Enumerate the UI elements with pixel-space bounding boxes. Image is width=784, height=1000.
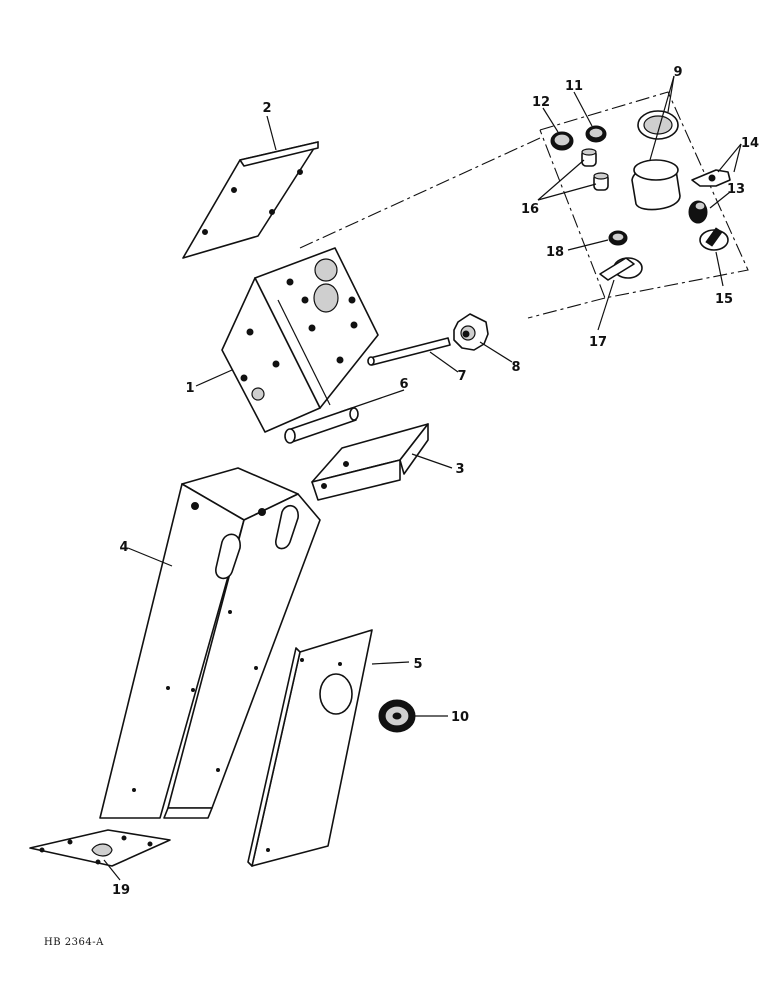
callout-16: 16 (521, 202, 539, 217)
part-14-lever (691, 169, 731, 187)
callout-13: 13 (727, 182, 745, 197)
callout-7: 7 (457, 369, 466, 384)
callout-18: 18 (546, 245, 564, 260)
reference-code: HB 2364-A (44, 937, 104, 948)
part-10-knob (378, 699, 416, 733)
part-17-lever-knob (599, 257, 643, 281)
callout-17: 17 (589, 335, 607, 350)
part-7-rod (367, 337, 451, 366)
part-2-top-cover (182, 141, 319, 259)
part-8-star-knob (453, 313, 489, 351)
part-15-switch (699, 227, 729, 251)
callout-10: 10 (451, 710, 469, 725)
panel-outline (299, 91, 749, 319)
callout-6: 6 (399, 377, 408, 392)
callout-5: 5 (413, 657, 422, 672)
callout-12: 12 (532, 95, 550, 110)
part-12-cap (550, 131, 574, 151)
part-3-bracket (311, 423, 429, 501)
part-5-side-panel (247, 629, 373, 867)
part-16-plugs (581, 148, 609, 191)
callout-15: 15 (715, 292, 733, 307)
part-13-small-knob (688, 200, 708, 224)
callout-11: 11 (565, 79, 583, 94)
part-6-tube (284, 407, 359, 444)
callout-3: 3 (455, 462, 464, 477)
callouts: 2 1 3 4 5 6 7 8 9 10 11 12 13 14 15 16 1… (112, 65, 759, 898)
callout-14: 14 (741, 136, 759, 151)
part-19-plate (29, 829, 171, 867)
callout-19: 19 (112, 883, 130, 898)
part-9-bezel (631, 110, 681, 211)
callout-8: 8 (511, 360, 520, 375)
part-1-main-housing (221, 247, 379, 433)
callout-2: 2 (262, 101, 271, 116)
callout-4: 4 (119, 540, 128, 555)
leader-lines (103, 75, 742, 881)
part-4-column (99, 467, 321, 819)
callout-1: 1 (185, 381, 194, 396)
callout-9: 9 (673, 65, 682, 80)
part-11-cap (585, 125, 607, 143)
part-18-ring (608, 230, 628, 246)
